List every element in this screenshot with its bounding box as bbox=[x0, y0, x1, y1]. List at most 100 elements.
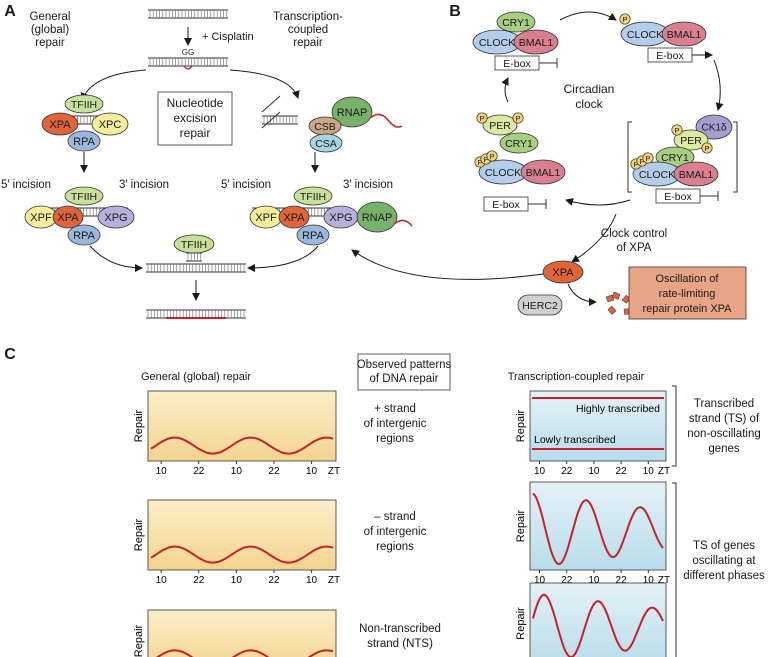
p-per-3a bbox=[671, 124, 683, 136]
plot-ts-osc-1-zt: ZT bbox=[658, 575, 670, 586]
plot-nts-ylabel: Repair bbox=[133, 624, 145, 657]
p-per-4a-label: P bbox=[479, 114, 484, 123]
xpa-tc-incision bbox=[278, 205, 310, 229]
cycle-arrow-4 bbox=[501, 77, 509, 103]
tfiih-tc-incision bbox=[293, 186, 333, 206]
cry1-complex-1 bbox=[496, 11, 536, 33]
rnap-tc-label: RNAP bbox=[337, 107, 368, 119]
arrow-gg-excision bbox=[89, 245, 143, 272]
tfiih-gg-incision bbox=[64, 186, 104, 206]
ebox-2-label: E-box bbox=[656, 50, 684, 62]
tfiih-gg-incision-label: TFIIH bbox=[71, 191, 97, 203]
xpf-tc-label: XPF bbox=[255, 212, 277, 224]
plot-ts-osc-2-curve bbox=[532, 593, 664, 657]
ner-box-text-line-2: excision bbox=[173, 111, 216, 125]
plot-ts-nonosc-tick-label-1: 10 bbox=[534, 466, 546, 477]
three-incision-gg: 3′ incision bbox=[119, 179, 169, 191]
p-clock-2 bbox=[619, 13, 631, 25]
plot-nts-curve bbox=[156, 649, 334, 657]
xpa-gg-incision-label: XPA bbox=[57, 212, 79, 224]
three-incision-tc: 3′ incision bbox=[343, 179, 393, 191]
xpa-fragment-1 bbox=[605, 294, 615, 303]
circadian-clock-label-line-2: clock bbox=[575, 97, 603, 111]
rpa-gg-incision bbox=[67, 224, 101, 246]
dna-undamaged bbox=[148, 9, 228, 19]
xpa-fragment-2 bbox=[612, 291, 621, 300]
plot-minus-strand-area bbox=[147, 499, 337, 571]
nascent-rna-incision bbox=[393, 219, 413, 227]
xpg-gg bbox=[97, 205, 135, 229]
plot-ts-osc-1-ylabel: Repair bbox=[515, 509, 527, 542]
p-clock-4a-label: P bbox=[477, 158, 482, 167]
tc-repair-title-line-2: coupled bbox=[288, 24, 328, 36]
cisplatin-label: + Cisplatin bbox=[202, 31, 254, 43]
nascent-rna bbox=[369, 113, 403, 128]
herc2-blob bbox=[517, 294, 563, 316]
cry1-complex-3-label: CRY1 bbox=[661, 152, 689, 164]
p-clock-4c bbox=[486, 150, 498, 162]
observed-box bbox=[357, 353, 451, 391]
plot-plus-strand-tick-label-2: 22 bbox=[193, 466, 205, 477]
plot-minus-strand-ylabel: Repair bbox=[133, 518, 145, 551]
clock-complex-3-label: CLOCK bbox=[639, 169, 675, 181]
excised-oligo bbox=[186, 252, 202, 262]
ner-box-text-line-3: repair bbox=[180, 126, 211, 140]
bracket-left bbox=[627, 121, 632, 193]
oscillation-text-line-2: rate-limiting bbox=[659, 288, 716, 300]
tc-repair-title-line-3: repair bbox=[293, 37, 323, 49]
gg-lesion-label: GG bbox=[182, 48, 194, 57]
csa-tc bbox=[309, 133, 343, 153]
cycle-arrow-1 bbox=[559, 11, 617, 21]
ner-box bbox=[157, 91, 233, 146]
label-osc-line-2: oscillating at bbox=[692, 555, 756, 567]
arrow-clock-control bbox=[571, 213, 617, 263]
p-clock-4b-label: P bbox=[483, 155, 488, 164]
rnap-tc-incision-label: RNAP bbox=[362, 212, 393, 224]
general-repair-title-line-1: General bbox=[30, 11, 71, 23]
per-complex-3-label: PER bbox=[680, 135, 702, 147]
clock-complex-1-label: CLOCK bbox=[479, 37, 515, 49]
bmal1-complex-3-label: BMAL1 bbox=[679, 169, 714, 181]
csb-tc-label: CSB bbox=[314, 121, 336, 133]
xpa-gg-incision bbox=[52, 205, 84, 229]
plot-minus-strand-tick-label-5: 10 bbox=[306, 575, 318, 586]
ck1-complex-3-label: CK1δ bbox=[701, 123, 726, 134]
p-clock-3c-label: P bbox=[645, 154, 650, 163]
plot-plus-strand-curve bbox=[150, 436, 334, 455]
xpf-gg-label: XPF bbox=[30, 212, 52, 224]
bmal1-complex-2-label: BMAL1 bbox=[667, 29, 702, 41]
label-nts-line-1: Non-transcribed bbox=[359, 623, 441, 635]
label-plus-strand-line-1: + strand bbox=[374, 403, 416, 415]
plot-plus-strand-zt: ZT bbox=[328, 466, 340, 477]
plot-minus-strand-tick-label-3: 10 bbox=[231, 575, 243, 586]
p-clock-2-label: P bbox=[622, 15, 627, 24]
xpa-gg bbox=[41, 112, 79, 136]
xpa-free-label: XPA bbox=[552, 267, 574, 279]
ner-box-text-line-1: Nucleotide bbox=[167, 96, 224, 110]
plot-nts-area bbox=[147, 609, 337, 657]
plot-minus-strand-zt: ZT bbox=[328, 575, 340, 586]
plot-plus-strand-tick-label-4: 22 bbox=[268, 466, 280, 477]
p-clock-3a-label: P bbox=[633, 160, 638, 169]
rpa-tc-incision bbox=[296, 224, 330, 246]
label-nts-line-2: strand (NTS) bbox=[367, 638, 433, 650]
cry1-complex-1-label: CRY1 bbox=[502, 17, 530, 29]
label-minus-strand-line-3: regions bbox=[376, 541, 414, 553]
plot-ts-osc-2-area bbox=[529, 582, 667, 657]
rpa-tc-incision-label: RPA bbox=[302, 230, 324, 242]
plot-plus-strand-tick-label-5: 10 bbox=[306, 466, 318, 477]
p-clock-3c bbox=[642, 152, 654, 164]
p-per-4b bbox=[512, 112, 524, 124]
panel-label-b: B bbox=[449, 3, 461, 20]
dna-damaged bbox=[148, 57, 228, 67]
bmal1-complex-1-label: BMAL1 bbox=[519, 37, 554, 49]
clock-control-label-line-1: Clock control bbox=[601, 228, 667, 240]
p-per-4b-label: P bbox=[515, 114, 520, 123]
xpc-gg-label: XPC bbox=[99, 119, 122, 131]
rpa-gg-incision-label: RPA bbox=[73, 230, 95, 242]
per-complex-4 bbox=[482, 114, 518, 136]
observed-text-line-1: Observed patterns bbox=[357, 359, 452, 371]
panel-label-a: A bbox=[4, 3, 16, 20]
panel-label-c: C bbox=[4, 346, 16, 363]
